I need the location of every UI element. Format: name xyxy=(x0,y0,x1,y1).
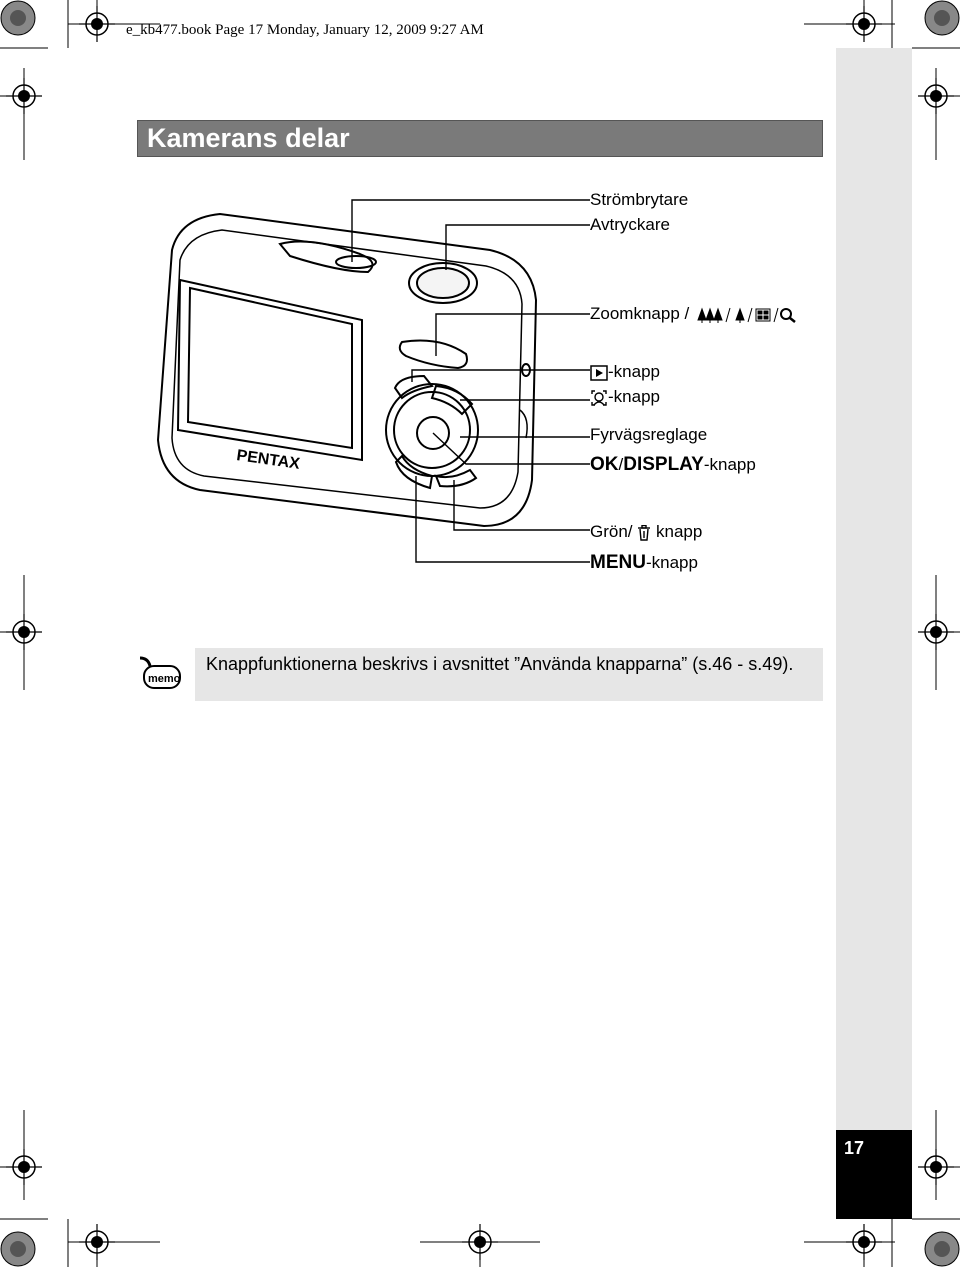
label-face: -knapp xyxy=(590,387,660,407)
label-face-text: -knapp xyxy=(608,387,660,406)
camera-brand: PENTAX xyxy=(235,447,301,473)
ok-text: OK xyxy=(590,454,619,475)
lcd-frame xyxy=(176,278,363,462)
label-zoom-text: Zoomknapp / xyxy=(590,304,690,323)
label-menu: MENU-knapp xyxy=(590,553,698,573)
page-number: 17 xyxy=(844,1138,865,1158)
camera-body xyxy=(156,212,538,528)
menu-suffix: -knapp xyxy=(645,553,698,572)
page-number-box xyxy=(836,1130,912,1219)
memo-icon: memo xyxy=(139,656,181,689)
camera-back-illustration: PENTAX xyxy=(156,199,590,563)
label-shutter: Avtryckare xyxy=(590,215,670,234)
face-button xyxy=(430,384,474,416)
label-power-switch: Strömbrytare xyxy=(590,190,689,209)
print-header: e_kb477.book Page 17 Monday, January 12,… xyxy=(126,22,484,38)
svg-text:memo: memo xyxy=(148,673,181,685)
zoom-symbols-icon xyxy=(697,307,796,323)
memo-text: Knappfunktionerna beskrivs i avsnittet ”… xyxy=(206,654,794,674)
ok-button xyxy=(416,416,450,450)
green-text: Grön/ xyxy=(590,522,633,541)
ok-suffix: -knapp xyxy=(703,455,756,474)
green-button xyxy=(434,468,478,488)
label-four-way: Fyrvägsreglage xyxy=(590,425,708,444)
power-switch xyxy=(278,240,374,274)
lcd-screen xyxy=(186,286,353,450)
side-tab xyxy=(836,48,912,1219)
label-ok-display: OK/DISPLAY-knapp xyxy=(590,454,756,475)
shutter-button xyxy=(416,267,470,299)
label-playback: -knapp xyxy=(590,362,660,382)
zoom-button xyxy=(398,339,468,370)
green-suffix: knapp xyxy=(656,522,703,541)
section-title: Kamerans delar xyxy=(147,123,350,153)
menu-button xyxy=(394,454,434,490)
display-text: DISPLAY xyxy=(623,454,704,475)
label-zoom: Zoomknapp / xyxy=(590,304,806,324)
label-playback-text: -knapp xyxy=(608,362,660,381)
label-green: Grön/ knapp xyxy=(590,522,702,542)
playback-icon xyxy=(590,364,608,381)
face-detection-icon xyxy=(591,389,607,406)
playback-button xyxy=(393,374,434,400)
section-title-bar xyxy=(137,120,823,157)
shutter-ring xyxy=(408,262,478,304)
trash-icon xyxy=(638,524,651,541)
menu-text: MENU xyxy=(590,552,646,573)
memo-box xyxy=(195,648,823,701)
